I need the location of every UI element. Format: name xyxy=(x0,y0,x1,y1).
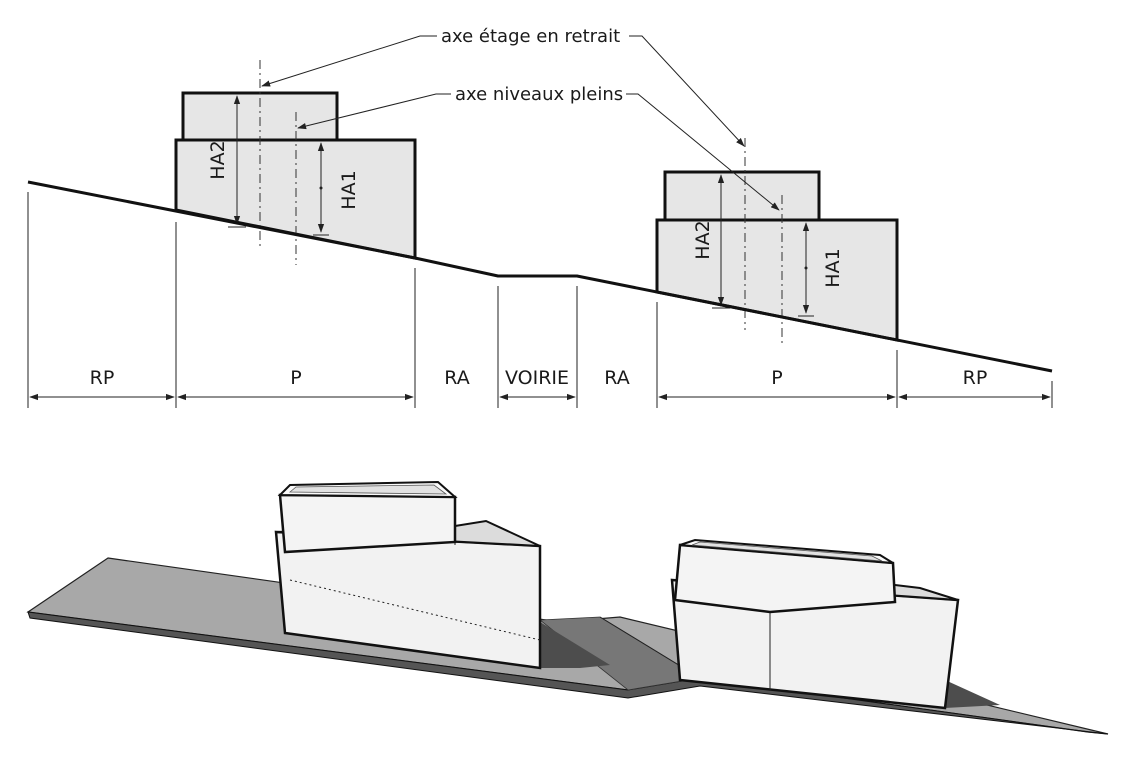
annotation-axis-setback: axe étage en retrait xyxy=(261,26,745,147)
right-ha1-label: HA1 xyxy=(822,248,844,287)
zone-extension-lines xyxy=(27,192,1053,408)
leader-full-right xyxy=(626,93,780,211)
leader-setback-right xyxy=(629,35,745,147)
zone-label-p-left: P xyxy=(290,367,301,389)
annotation-axis-full-levels: axe niveaux pleins xyxy=(297,84,780,211)
zone-label-voirie: VOIRIE xyxy=(505,367,569,389)
zone-label-p-right: P xyxy=(771,367,782,389)
zone-label-rp-left: RP xyxy=(90,367,115,389)
left-ha1-mid-dot xyxy=(319,186,323,190)
right-building-shadow xyxy=(945,680,1000,708)
right-3d-roof-inset xyxy=(691,541,883,562)
terrain-profile xyxy=(27,180,1053,373)
annotation-axis-full-levels-label: axe niveaux pleins xyxy=(455,84,623,105)
right-3d-building xyxy=(670,538,960,710)
left-building-shadow xyxy=(540,622,610,668)
zone-label-rp-right: RP xyxy=(963,367,988,389)
zone-label-ra-right: RA xyxy=(604,367,629,389)
left-ha1-label: HA1 xyxy=(338,170,360,209)
left-building: HA2 HA1 xyxy=(174,60,417,265)
leader-full-left xyxy=(297,93,451,130)
perspective-view xyxy=(26,480,1109,735)
right-ha2-label: HA2 xyxy=(692,220,714,259)
zone-labels: RP P RA VOIRIE RA P RP xyxy=(90,367,988,389)
leader-setback-left xyxy=(261,35,437,87)
left-3d-roof-inset xyxy=(288,484,448,495)
left-3d-upper-front xyxy=(278,493,457,554)
right-building: HA2 HA1 xyxy=(655,138,899,345)
left-3d-building xyxy=(274,480,542,670)
zone-label-ra-left: RA xyxy=(444,367,469,389)
annotation-axis-setback-label: axe étage en retrait xyxy=(441,26,620,47)
right-ha1-mid-dot xyxy=(804,266,808,270)
section-view: HA2 HA1 HA2 HA1 axe étage en retrait axe xyxy=(27,26,1053,408)
left-ha2-label: HA2 xyxy=(207,140,229,179)
